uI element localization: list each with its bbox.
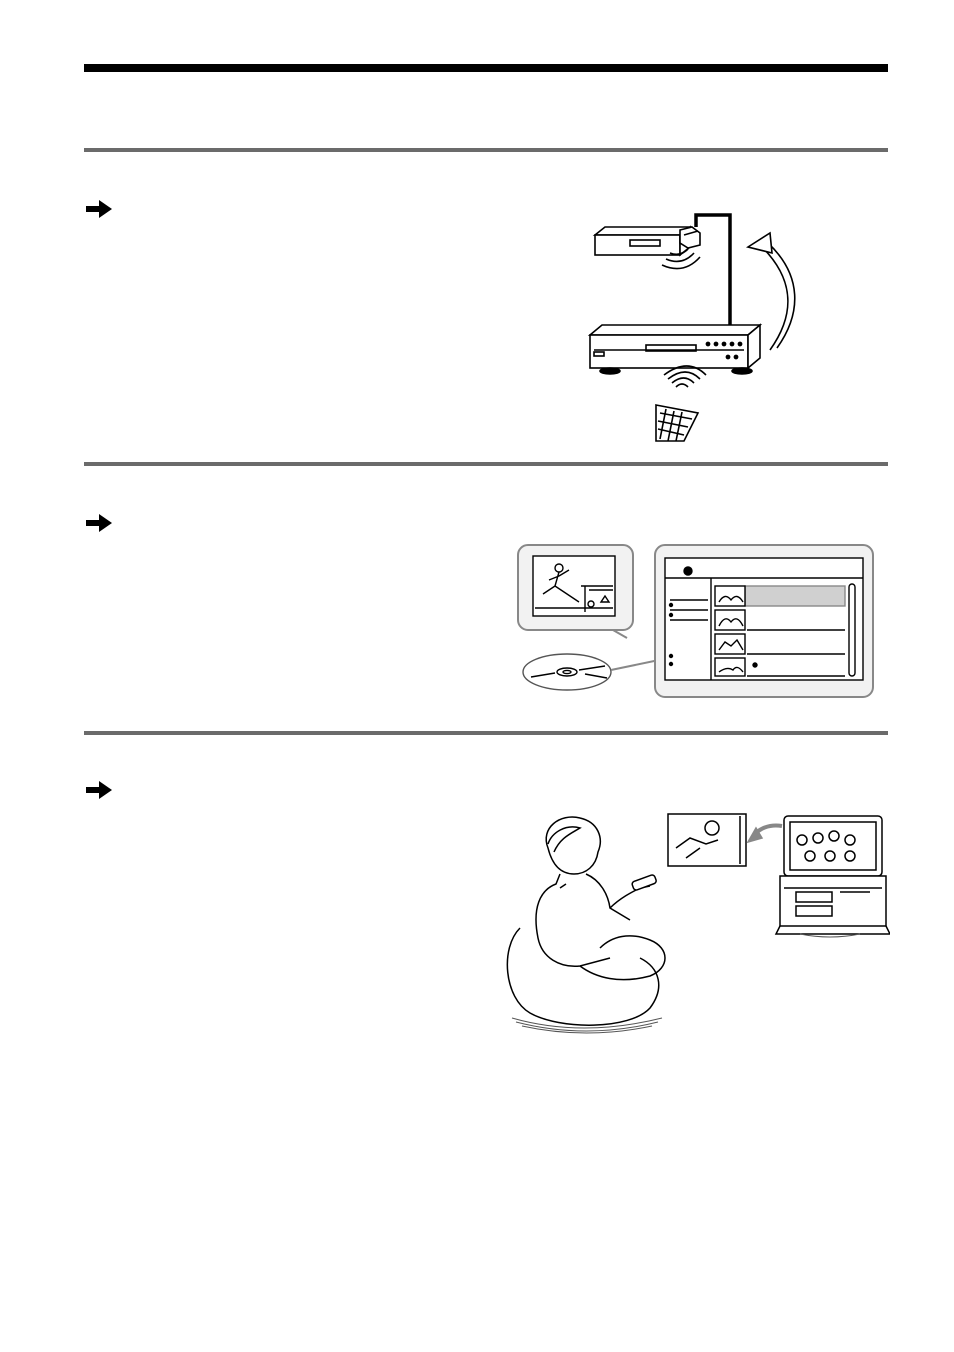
title-list-screen <box>655 545 873 697</box>
disc-title-list-illustration <box>515 542 877 702</box>
right-arrow-icon <box>86 514 112 532</box>
tv-set <box>776 816 890 937</box>
person-with-remote <box>536 817 665 980</box>
zoomed-screen-image <box>668 814 746 866</box>
cable-box-recorder-remote-illustration <box>580 205 810 445</box>
dvd-recorder <box>590 325 760 374</box>
remote-control <box>656 405 698 441</box>
right-arrow-icon <box>86 781 112 799</box>
cable-box <box>595 227 690 255</box>
right-arrow-icon <box>86 200 112 218</box>
viewer-with-tv-illustration <box>500 808 890 1038</box>
section-1-rule <box>84 148 888 152</box>
thumbnail-panel <box>518 545 633 630</box>
top-heading-rule <box>84 64 888 72</box>
ir-blaster <box>680 227 700 248</box>
disc-icon <box>523 654 611 690</box>
section-2-rule <box>84 462 888 466</box>
section-3-rule <box>84 731 888 735</box>
